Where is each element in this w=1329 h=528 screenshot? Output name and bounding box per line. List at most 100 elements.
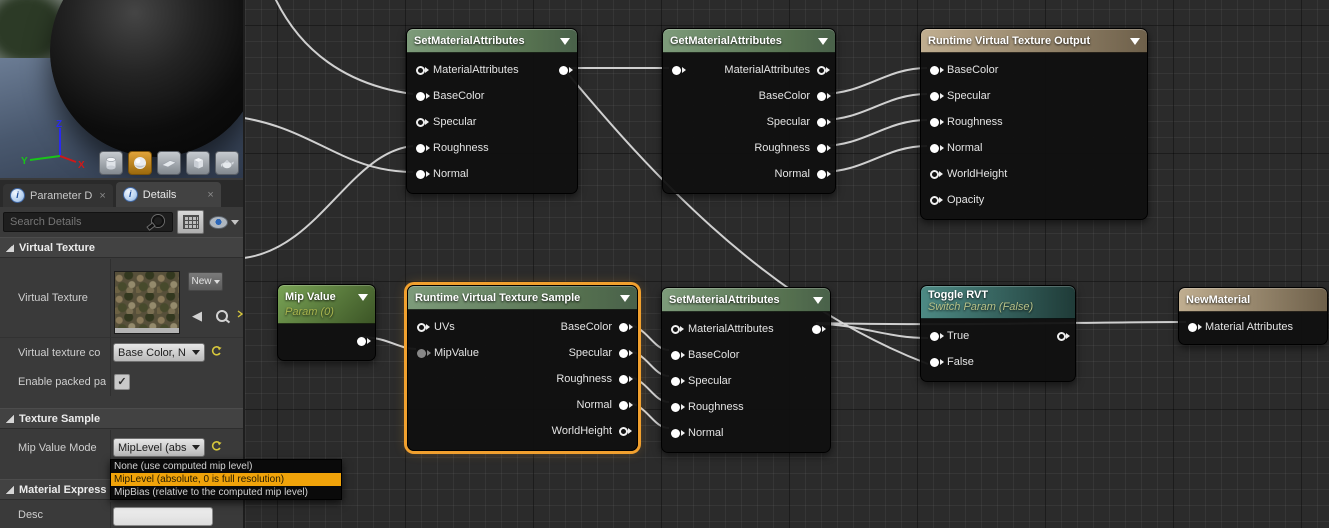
output-pin-materialattributes[interactable] (559, 65, 568, 75)
input-pin-mipvalue[interactable] (417, 348, 426, 358)
node-caret-icon[interactable] (560, 37, 570, 50)
expander-icon[interactable] (6, 414, 14, 423)
desc-input[interactable] (113, 507, 213, 526)
node-caret-icon[interactable] (620, 294, 630, 307)
input-pin-normal[interactable] (416, 169, 425, 179)
preview-shape-cube-button[interactable] (186, 151, 210, 175)
input-pin-worldheight[interactable] (930, 169, 939, 179)
node-caret-icon[interactable] (358, 294, 368, 306)
pin-row: Normal (663, 161, 835, 187)
output-pin-normal[interactable] (619, 400, 628, 410)
tab-details[interactable]: i Details × (115, 182, 221, 207)
input-pin-materialattributes[interactable] (672, 65, 681, 75)
input-pin-basecolor[interactable] (671, 350, 680, 360)
virtual-texture-row: Virtual Texture New ◀ (0, 259, 243, 338)
enable-packed-row: Enable packed pa ✓ (0, 368, 243, 396)
expander-icon[interactable] (6, 243, 14, 252)
preview-shape-teapot-button[interactable] (215, 151, 239, 175)
menu-option-mipbias[interactable]: MipBias (relative to the computed mip le… (114, 487, 308, 498)
input-pin-normal[interactable] (671, 428, 680, 438)
output-pin-value[interactable] (357, 336, 366, 346)
search-details-input[interactable] (3, 212, 173, 232)
input-pin-materialattributes[interactable] (671, 324, 680, 334)
axis-gizmo: Z Y X (21, 119, 85, 168)
input-pin-specular[interactable] (930, 91, 939, 101)
section-header-texture-sample[interactable]: Texture Sample (0, 408, 243, 429)
input-pin-opacity[interactable] (930, 195, 939, 205)
virtual-texture-thumbnail[interactable] (114, 271, 180, 334)
preview-shape-plane-button[interactable] (157, 151, 181, 175)
mip-value-mode-dropdown[interactable]: MipLevel (abs (113, 438, 205, 457)
reset-to-default-icon[interactable] (211, 346, 222, 357)
output-pin-specular[interactable] (619, 348, 628, 358)
menu-option-none[interactable]: None (use computed mip level) (114, 461, 253, 472)
input-pin-normal[interactable] (930, 143, 939, 153)
dropdown-value: MipLevel (abs (118, 441, 187, 454)
wire (820, 93, 928, 121)
close-icon[interactable]: × (207, 188, 214, 201)
display-filter-button[interactable] (177, 210, 204, 234)
node-caret-icon[interactable] (1130, 37, 1140, 50)
node-title: Toggle RVT (928, 289, 989, 301)
node-getmaterialattributes[interactable]: GetMaterialAttributes MaterialAttributes… (662, 28, 836, 194)
input-pin-roughness[interactable] (930, 117, 939, 127)
preview-shape-sphere-button[interactable] (128, 151, 152, 175)
input-pin-false[interactable] (930, 357, 939, 367)
output-pin-basecolor[interactable] (817, 91, 826, 101)
section-header-virtual-texture[interactable]: Virtual Texture (0, 237, 243, 258)
reset-to-default-icon[interactable] (237, 310, 243, 318)
input-pin-uvs[interactable] (417, 322, 426, 332)
input-pin-true[interactable] (930, 331, 939, 341)
node-title: SetMaterialAttributes (414, 34, 525, 47)
wire (815, 323, 929, 339)
input-pin-specular[interactable] (416, 117, 425, 127)
tab-parameter-defaults[interactable]: i Parameter D × (3, 184, 113, 207)
output-pin-normal[interactable] (817, 169, 826, 179)
output-pin-worldheight[interactable] (619, 426, 628, 436)
material-preview-viewport[interactable]: Z Y X (0, 0, 243, 178)
node-toggle-rvt-switch[interactable]: Toggle RVT Switch Param (False) True Fal… (920, 285, 1076, 382)
back-arrow-icon[interactable]: ◀ (192, 308, 202, 323)
input-pin-basecolor[interactable] (930, 65, 939, 75)
output-pin-materialattributes[interactable] (817, 65, 826, 75)
view-options-button[interactable] (208, 211, 240, 233)
node-mip-value-param[interactable]: Mip Value Param (0) (277, 284, 376, 361)
input-pin-material-attributes[interactable] (1188, 322, 1197, 332)
node-caret-icon[interactable] (813, 296, 823, 309)
node-caret-icon[interactable] (818, 37, 828, 50)
node-setmaterialattributes-top[interactable]: SetMaterialAttributes MaterialAttributes… (406, 28, 578, 194)
close-icon[interactable]: × (99, 189, 106, 202)
output-pin[interactable] (1057, 331, 1066, 341)
expander-icon[interactable] (6, 485, 14, 494)
wire (820, 67, 928, 95)
pin-row: Normal (662, 420, 830, 446)
wire (820, 145, 928, 173)
input-pin-specular[interactable] (671, 376, 680, 386)
input-pin-roughness[interactable] (416, 143, 425, 153)
node-runtime-virtual-texture-output[interactable]: Runtime Virtual Texture Output BaseColor… (920, 28, 1148, 220)
pin-label: Normal (433, 168, 469, 180)
virtual-texture-content-dropdown[interactable]: Base Color, N (113, 343, 205, 362)
node-setmaterialattributes-bottom[interactable]: SetMaterialAttributes MaterialAttributes… (661, 287, 831, 453)
node-newmaterial-result[interactable]: NewMaterial Material Attributes (1178, 287, 1328, 345)
reset-to-default-icon[interactable] (211, 441, 222, 452)
section-title: Texture Sample (19, 412, 101, 425)
input-pin-materialattributes[interactable] (416, 65, 425, 75)
output-pin-specular[interactable] (817, 117, 826, 127)
axis-y-label: Y (21, 156, 28, 167)
output-pin-basecolor[interactable] (619, 322, 628, 332)
output-pin-roughness[interactable] (817, 143, 826, 153)
output-pin-roughness[interactable] (619, 374, 628, 384)
new-asset-button[interactable]: New (188, 272, 223, 291)
output-pin-materialattributes[interactable] (812, 324, 821, 334)
preview-shape-cylinder-button[interactable] (99, 151, 123, 175)
input-pin-basecolor[interactable] (416, 91, 425, 101)
enable-packed-checkbox[interactable]: ✓ (114, 374, 130, 390)
input-pin-roughness[interactable] (671, 402, 680, 412)
browse-icon[interactable] (216, 310, 228, 322)
menu-option-miplevel[interactable]: MipLevel (absolute, 0 is full resolution… (111, 473, 341, 486)
details-search-row (0, 208, 243, 236)
